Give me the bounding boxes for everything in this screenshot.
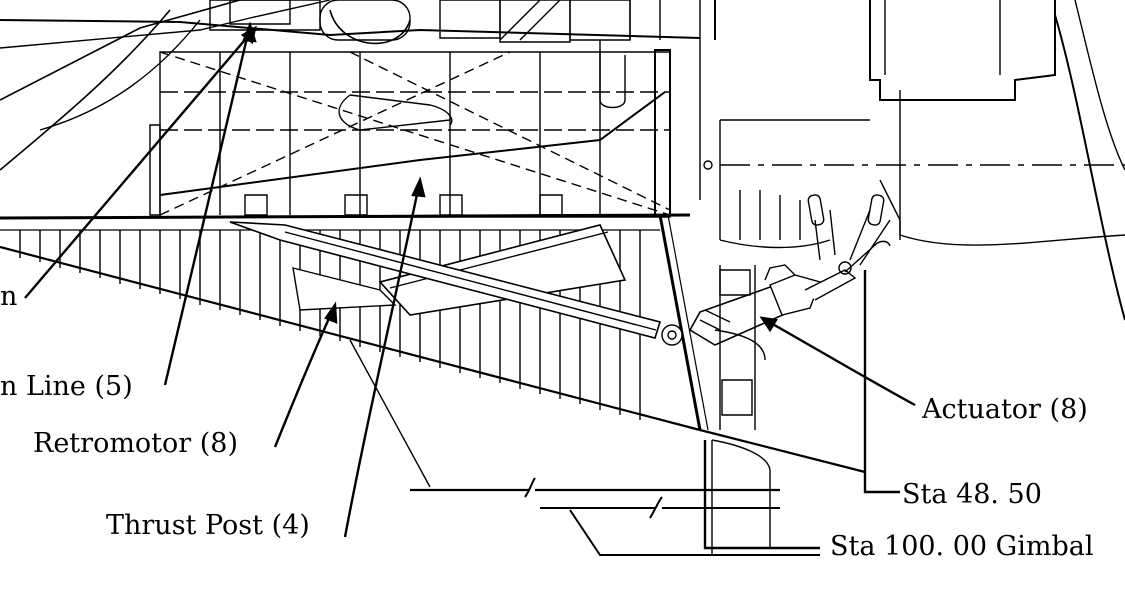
retro-package — [150, 50, 670, 217]
label-sta-48: Sta 48. 50 — [902, 479, 1042, 510]
label-actuator: Actuator (8) — [922, 394, 1088, 425]
leader-arrowhead — [413, 180, 424, 196]
leader-lines — [25, 25, 915, 537]
upper-structure — [0, 0, 715, 170]
label-thrust-post: Thrust Post (4) — [106, 510, 310, 541]
leader-partial-left — [25, 28, 255, 298]
leader-arrowhead — [244, 25, 255, 41]
leader-line-5 — [165, 25, 250, 385]
leader-arrowhead — [762, 318, 776, 330]
break-lines — [350, 340, 820, 555]
retromotor-body — [293, 225, 625, 315]
label-partial-left: n — [0, 281, 18, 312]
leader-arrowhead — [326, 305, 336, 322]
label-retromotor: Retromotor (8) — [33, 428, 239, 459]
leader-retromotor — [275, 305, 335, 447]
leader-thrust-post — [345, 180, 420, 537]
label-line: n Line (5) — [0, 371, 133, 402]
actuator-body — [690, 194, 890, 345]
right-casing — [700, 0, 1125, 320]
thrust-post-strut — [230, 222, 682, 345]
leader-actuator — [762, 318, 915, 405]
station-lines — [705, 265, 900, 555]
label-sta-100: Sta 100. 00 Gimbal — [830, 531, 1094, 562]
